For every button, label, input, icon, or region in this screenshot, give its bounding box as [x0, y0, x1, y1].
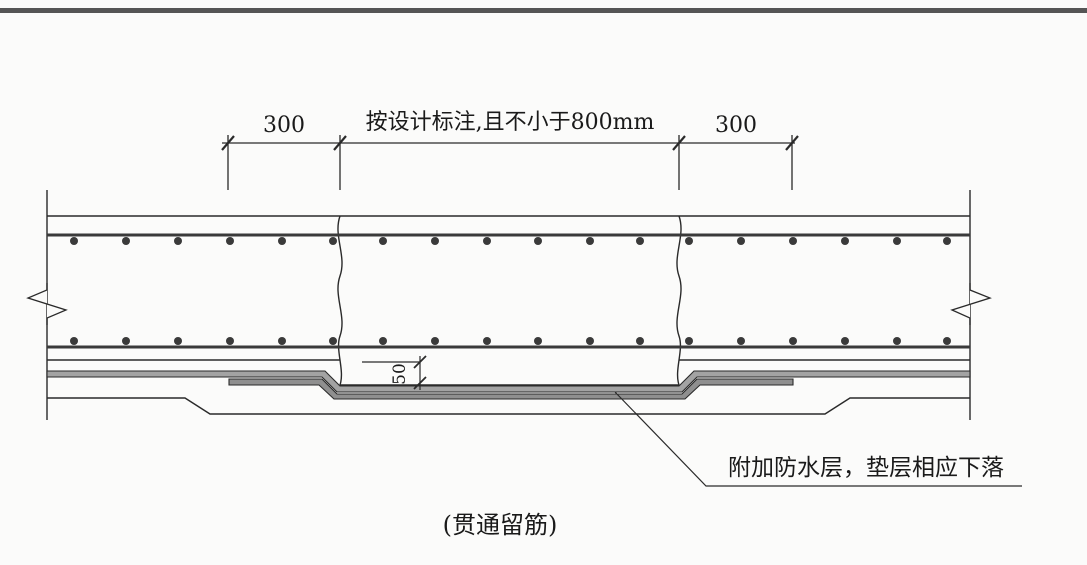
- slab-outline: [46, 190, 971, 420]
- top-border-bar: [0, 8, 1087, 13]
- step-dimension-label: 50: [390, 363, 410, 385]
- dimension-left-label: 300: [263, 113, 305, 138]
- dimension-middle-label: 按设计标注,且不小于800mm: [366, 110, 655, 135]
- callout-label: 附加防水层，垫层相应下落: [728, 455, 1004, 481]
- right-break-symbol: [950, 283, 992, 325]
- right-wavy-joint: [676, 215, 682, 386]
- bottom-rebar-dots: [70, 337, 951, 345]
- left-wavy-joint: [337, 215, 343, 386]
- left-break-symbol: [26, 283, 68, 325]
- callout-leader-line: [614, 391, 1022, 487]
- waterproof-layer: [46, 370, 971, 393]
- dimension-right-label: 300: [715, 113, 757, 138]
- dimension-line: [221, 135, 799, 190]
- additional-waterproof-layer: [228, 378, 794, 400]
- drawing-caption: (贯通留筋): [443, 511, 558, 539]
- step-dimension: [362, 355, 427, 390]
- top-rebar-dots: [70, 237, 951, 245]
